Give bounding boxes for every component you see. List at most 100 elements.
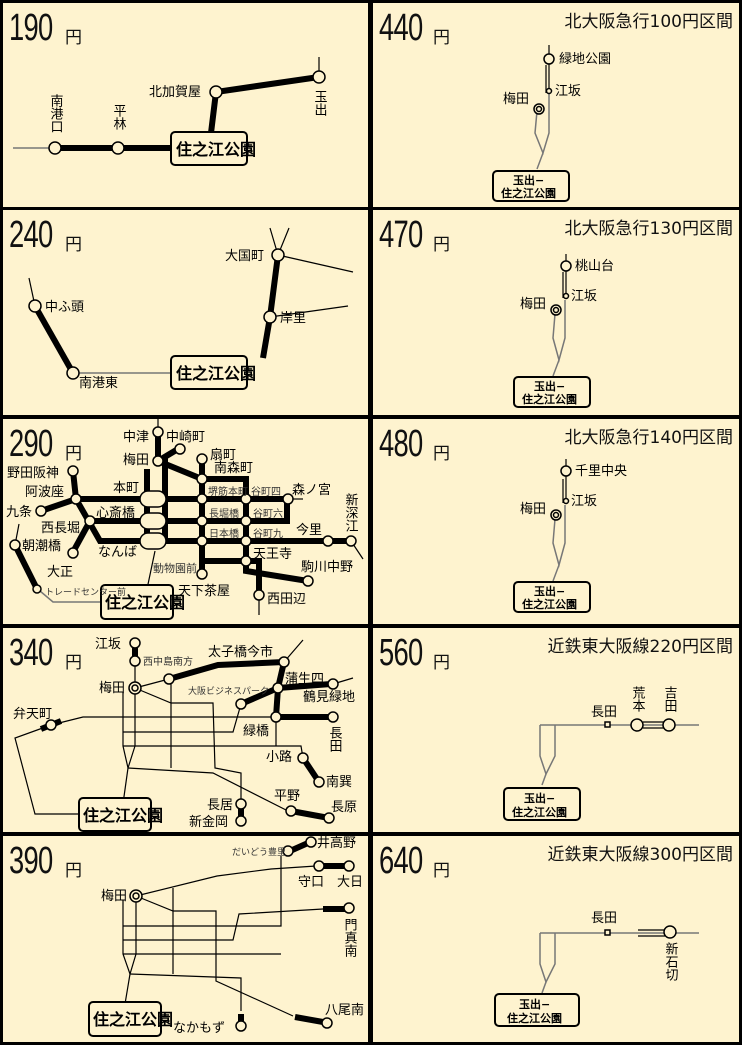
station-label: 守口 [298,875,324,890]
yen-label: 円 [65,861,82,881]
fare-label: 390 [9,840,53,882]
route-line [552,359,560,377]
route-diagram: 住之江公園 南港口 平林 北加賀屋 玉出 [13,57,327,166]
station-marker [560,260,572,272]
station-label: 西田辺 [267,592,306,607]
station-label: 梅田 [520,502,546,517]
goal-label: 玉出− [534,584,565,598]
station-marker [196,473,208,485]
station-marker [322,535,334,547]
station-marker [139,490,167,508]
route-diagram: 玉出− 住之江公園 緑地公園 江坂 梅田 [492,45,611,202]
station-marker [282,845,294,857]
station-marker [240,535,252,547]
station-label: 八尾南 [325,1002,364,1018]
panel-390: 390 円 [3,835,368,1042]
route-line [123,908,324,941]
station-marker [45,719,57,731]
route-diagram: 住之江公園 江坂 西中島南方 梅田 太子橋今市 蒲生四 鶴見緑地 大阪ビジネスパ… [13,637,357,832]
goal-label: 住之江公園 [176,364,256,383]
station-marker [321,1017,333,1029]
station-marker [630,718,644,732]
fare-label: 470 [379,214,423,256]
station-marker [70,493,82,505]
station-marker [131,684,139,692]
route-line [135,865,317,897]
station-marker [9,539,21,551]
station-marker [535,105,543,113]
station-marker [343,860,355,872]
station-marker [543,53,555,65]
fare-label: 340 [9,632,53,674]
station-marker [152,426,164,438]
station-marker [663,925,677,939]
station-label: 西長堀 [41,521,80,536]
route-line [168,659,285,682]
panel-340: 340 円 [3,628,368,832]
station-marker [196,535,208,547]
route-diagram: 住之江公園 中ふ頭 南港東 大国町 岸里 [28,227,354,391]
station-label: 南港口 [48,93,64,133]
station-label: 江坂 [95,637,121,652]
route-line [552,564,560,582]
station-marker [552,306,560,314]
goal-box [100,584,174,620]
goal-label: 住之江公園 [512,805,567,819]
station-marker [196,568,208,580]
station-marker [327,678,339,690]
fare-zone-title: 近鉄東大阪線220円区間 [547,637,733,657]
goal-label: 玉出− [513,173,544,187]
station-marker [278,656,290,668]
station-markers [9,426,357,601]
station-label: 本町 [113,481,139,496]
yen-label: 円 [433,235,450,255]
station-marker [139,532,167,550]
station-label: 扇町 [210,447,236,463]
station-label: 駒川中野 [301,560,353,575]
station-marker [111,141,125,155]
station-marker [240,493,252,505]
fare-zone-title: 北大阪急行100円区間 [564,12,733,32]
station-marker [235,798,247,810]
station-marker [312,70,326,84]
station-label: 阿波座 [25,485,64,500]
station-marker [552,511,560,519]
fare-zone-title: 北大阪急行140円区間 [564,428,733,448]
goal-box [170,355,248,390]
station-marker [129,637,141,649]
yen-label: 円 [65,444,82,464]
station-marker [163,673,175,685]
goal-label: 玉出− [519,997,550,1011]
route-line [215,974,294,1017]
station-marker [562,497,570,505]
goal-label: 住之江公園 [176,140,256,159]
station-label: 西中島南方 [143,655,193,668]
yen-label: 円 [65,653,82,673]
route-line [127,767,289,812]
fare-label: 440 [379,7,423,49]
station-label: 中ふ頭 [45,300,84,315]
fare-zone-title: 近鉄東大阪線300円区間 [547,845,733,865]
station-label: 江坂 [571,494,597,509]
route-line [290,808,330,821]
station-marker [35,505,47,517]
goal-box [503,787,581,821]
goal-box [492,170,570,202]
route-line [123,856,282,927]
fare-label: 560 [379,632,423,674]
goal-label: 玉出− [524,791,555,805]
route-line [122,896,137,976]
station-label: 谷町九 [253,528,283,540]
station-label: 緑橋 [243,724,269,739]
route-line [294,1014,324,1025]
station-marker [32,584,42,594]
station-label: 谷町六 [253,508,283,520]
station-marker [240,555,252,567]
route-line [541,773,547,786]
station-marker [67,547,79,559]
goal-box [513,376,591,408]
station-label: 天王寺 [253,547,292,562]
fare-label: 240 [9,214,53,256]
goal-label: 住之江公園 [522,597,577,611]
goal-label: 住之江公園 [105,593,185,612]
